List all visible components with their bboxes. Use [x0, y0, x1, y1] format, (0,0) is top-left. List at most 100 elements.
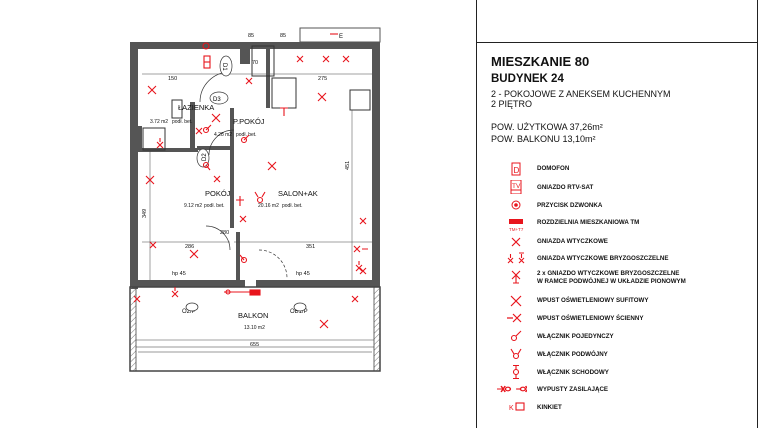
room-floor-ppokoj: podł. bet. — [236, 132, 257, 138]
dim-label: 351 — [306, 244, 315, 250]
ceiling-light-outlet-icon — [147, 85, 157, 95]
room-area-pokoj: 9.12 m2 — [184, 203, 202, 209]
room-area-lazienka: 3.72 m2 — [150, 119, 168, 125]
legend-label: WŁĄCZNIK PODWÓJNY — [537, 351, 608, 358]
plan-annotations: 150 275 286 351 655 349 451 85 85 280 70… — [142, 33, 351, 348]
single-switch-icon — [510, 330, 522, 342]
double-splashproof-socket-icon — [511, 270, 521, 284]
wall-light-outlet-icon — [353, 245, 368, 253]
legend-label: WŁĄCZNIK SCHODOWY — [537, 369, 609, 376]
legend-item: K KINKIET — [477, 400, 757, 414]
room-name-balkon: BALKON — [238, 311, 268, 320]
wall-light-outlet-icon — [351, 295, 359, 303]
intercom-icon: D — [511, 162, 521, 176]
legend-label: 2 x GNIAZDO WTYCZKOWE BRYZGOSZCZELNE W R… — [537, 270, 686, 285]
socket-icon — [511, 237, 521, 247]
room-area-balkon: 13.10 m2 — [244, 325, 265, 331]
hp-label: hp 45 — [172, 271, 186, 277]
kinkiet-icon: K — [509, 402, 525, 412]
panel-divider — [477, 42, 757, 43]
svg-text:K: K — [509, 405, 514, 412]
legend-item: WPUST OŚWIETLENIOWY ŚCIENNY — [477, 312, 757, 326]
ceiling-light-outlet-icon — [211, 113, 221, 123]
socket-icon — [239, 215, 247, 223]
splashproof-socket-icon — [171, 287, 179, 298]
door-label-d2: D2 — [202, 153, 208, 161]
balcony-area: POW. BALKONU 13,10m² — [491, 134, 596, 144]
dim-label: 85 — [280, 33, 286, 39]
splashproof-socket-icon — [156, 138, 164, 149]
room-labels: ŁAZIENKA 3.72 m2 podł. bet. P.POKÓJ 4.28… — [150, 103, 318, 331]
double-switch-icon — [510, 348, 522, 360]
socket-icon — [359, 267, 367, 275]
socket-icon — [245, 77, 253, 85]
window-label-ob1p: OB1/P — [290, 309, 308, 315]
splashproof-socket-icon — [507, 252, 525, 264]
apartment-type: 2 - POKOJOWE Z ANEKSEM KUCHENNYM — [491, 89, 671, 99]
room-name-lazienka: ŁAZIENKA — [178, 103, 214, 112]
wall-light-outlet-icon — [133, 295, 141, 303]
dim-label: 349 — [142, 209, 148, 218]
splashproof-socket-icon — [355, 261, 363, 272]
intercom-icon — [203, 55, 211, 69]
walls — [130, 27, 381, 289]
legend-label: KINKIET — [537, 404, 562, 411]
legend-label: WPUST OŚWIETLENIOWY ŚCIENNY — [537, 315, 644, 322]
electrical-symbols — [133, 33, 368, 329]
legend-item: GNIAZDA WTYCZKOWE BRYZGOSZCZELNE — [477, 252, 757, 266]
tv-socket-icon — [236, 196, 244, 206]
double-switch-icon — [254, 191, 266, 204]
legend-item: D DOMOFON — [477, 162, 757, 176]
room-name-salon: SALON+AK — [278, 189, 318, 198]
room-floor-pokoj: podł. bet. — [204, 203, 225, 209]
legend-item: WŁĄCZNIK SCHODOWY — [477, 365, 757, 379]
single-switch-icon — [239, 254, 248, 264]
socket-icon — [149, 241, 157, 249]
ceiling-light-outlet-icon — [319, 319, 329, 329]
ceiling-light-outlet-icon — [267, 161, 277, 171]
ceiling-light-outlet-icon — [510, 295, 522, 307]
hp-label: hp 45 — [296, 271, 310, 277]
legend-label: WYPUSTY ZASILAJĄCE — [537, 386, 609, 393]
door-e-label: E — [339, 34, 343, 40]
window-label-o2p: O2/P — [182, 309, 196, 315]
doorbell-button-icon — [511, 200, 521, 210]
tm-code: TM+T7 — [509, 227, 524, 232]
room-floor-salon: podł. bet. — [282, 203, 303, 209]
floor-plan: ŁAZIENKA 3.72 m2 podł. bet. P.POKÓJ 4.28… — [129, 27, 381, 372]
building-label: BUDYNEK 24 — [491, 73, 564, 85]
door-markers: D1 D3 D2 — [185, 55, 307, 312]
svg-text:D: D — [514, 166, 520, 175]
dim-label: 275 — [318, 76, 327, 82]
dim-label: 286 — [185, 244, 194, 250]
tv-socket-icon: TV — [510, 180, 522, 194]
legend-label: WPUST OŚWIETLENIOWY SUFITOWY — [537, 297, 649, 304]
legend-label: WŁĄCZNIK POJEDYNCZY — [537, 333, 614, 340]
staircase-switch-icon — [512, 365, 520, 379]
socket-icon — [296, 55, 304, 63]
doorbell-button-icon — [202, 42, 210, 50]
ceiling-light-outlet-icon — [145, 175, 155, 185]
dim-label: 280 — [220, 230, 229, 236]
dim-label: 150 — [168, 76, 177, 82]
dim-label: 655 — [250, 342, 259, 348]
socket-icon — [342, 55, 350, 63]
room-area-salon: 20.16 m2 — [258, 203, 279, 209]
single-switch-icon — [240, 134, 250, 144]
socket-icon — [213, 175, 221, 183]
room-name-ppokoj: P.POKÓJ — [233, 117, 265, 126]
legend-item: TV GNIAZDO RTV-SAT — [477, 180, 757, 194]
distribution-board-icon: TM+T7 — [509, 219, 524, 232]
usable-area: POW. UŻYTKOWA 37,26m² — [491, 122, 603, 132]
legend-item: WPUST OŚWIETLENIOWY SUFITOWY — [477, 294, 757, 308]
ceiling-light-outlet-icon — [317, 92, 327, 102]
svg-text:TV: TV — [512, 183, 521, 190]
wall-light-outlet-icon — [507, 313, 522, 323]
single-switch-icon — [202, 124, 212, 134]
floor-plan-drawing: ŁAZIENKA 3.72 m2 podł. bet. P.POKÓJ 4.28… — [129, 27, 381, 372]
legend-item: WYPUSTY ZASILAJĄCE — [477, 382, 757, 396]
apartment-floor: 2 PIĘTRO — [491, 99, 533, 109]
power-outlet-icon — [224, 289, 250, 295]
legend-item: TM+T7 ROZDZIELNIA MIESZKANIOWA TM — [477, 218, 757, 232]
socket-icon — [195, 127, 203, 135]
